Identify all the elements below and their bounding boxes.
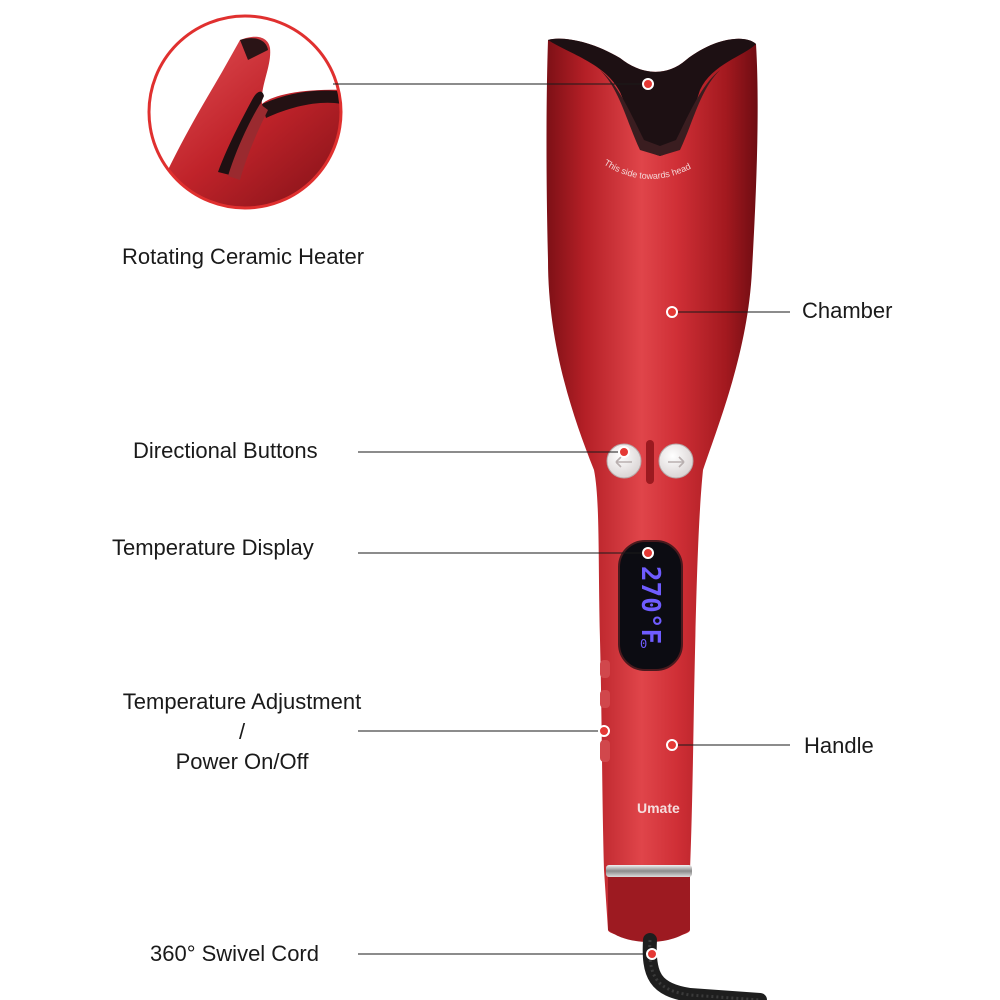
chrome-ring [606,865,692,877]
callout-dot-display [642,547,654,559]
callout-dot-buttons [618,446,630,458]
callout-dot-handle [666,739,678,751]
temp-down-button[interactable] [600,690,610,708]
zoom-opening-rim [262,90,341,118]
chamber-opening [548,38,756,157]
brand-logo: Umate [637,800,680,816]
label-directional-buttons: Directional Buttons [133,438,318,463]
label-swivel-cord: 360° Swivel Cord [150,941,319,966]
display-reading: 270°F [635,566,665,644]
arrow-right-icon [668,456,685,468]
label-temp-adjust-group: Temperature Adjustment / Power On/Off [104,687,380,777]
zoom-rotor [228,104,268,180]
arrow-left-icon [615,456,632,468]
directional-buttons-group [606,440,694,484]
zoom-slot [218,91,264,176]
callout-dot-cord [646,948,658,960]
label-temp-adjust-line1: Temperature Adjustment [122,689,362,714]
temperature-display-panel: 270°F 0 [618,540,683,671]
power-cord [642,933,767,1000]
heater-zoom-inset [147,14,343,210]
button-divider [646,440,654,484]
callout-dots [598,78,678,960]
temp-adjust-buttons [600,660,610,762]
display-screen [618,540,683,671]
zoom-rim [240,38,268,60]
rotate-right-button[interactable] [658,443,694,479]
callout-dot-chamber [666,306,678,318]
label-rotating-heater: Rotating Ceramic Heater [122,244,365,269]
handle-end [608,877,690,942]
temp-up-button[interactable] [600,660,610,678]
power-button[interactable] [600,740,610,762]
label-temp-adjust-line2: / [238,719,246,744]
curler-device: This side towards head 270°F 0 [546,38,767,1000]
label-temp-adjust-line3: Power On/Off [175,749,309,774]
callout-dot-adjust [598,725,610,737]
label-chamber: Chamber [802,298,893,323]
label-handle: Handle [804,733,874,758]
callout-dot-heater [642,78,654,90]
curler-body [546,38,758,938]
display-secondary: 0 [640,637,647,651]
zoom-ring [147,14,343,210]
callout-lines [333,83,790,955]
label-temperature-display: Temperature Display [112,535,314,560]
